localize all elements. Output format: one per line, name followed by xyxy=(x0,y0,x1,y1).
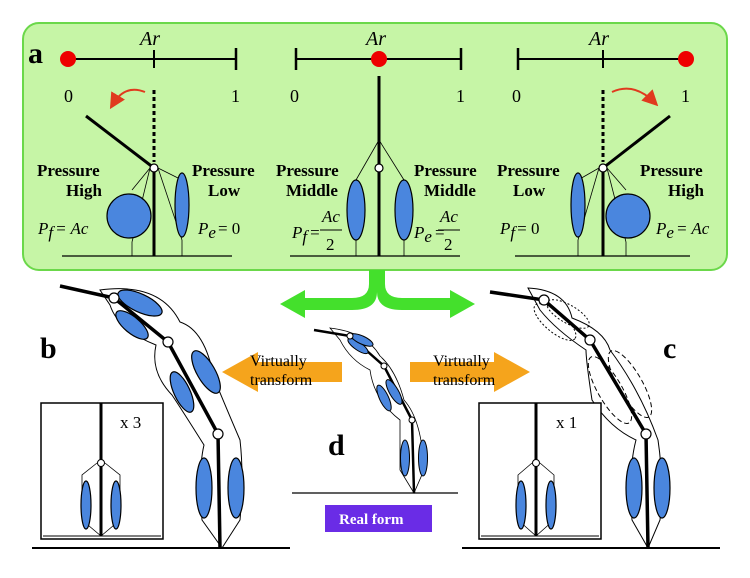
panel-b: b x 3 Virtually xyxy=(32,284,342,549)
c-transform-arrow: Virtually transform xyxy=(410,352,530,392)
middle-pe-eq: Pe= xyxy=(413,223,445,246)
middle-tick-0: 0 xyxy=(290,86,299,106)
left-extensor-muscle xyxy=(174,172,190,238)
c-inset-box: x 1 xyxy=(478,402,602,540)
right-pf-eq: Pf= 0 xyxy=(499,219,539,242)
middle-flexor-label-2: Middle xyxy=(286,181,338,200)
real-form-label: Real form xyxy=(339,512,404,528)
right-extensor-label-1: Pressure xyxy=(640,161,703,180)
middle-joint xyxy=(290,76,460,257)
real-form-badge xyxy=(325,505,432,532)
panel-a: a Ar 0 1 xyxy=(22,22,728,271)
middle-pf-frac-num: Ac xyxy=(321,207,340,226)
left-slider-marker xyxy=(60,51,76,67)
panel-b-letter: b xyxy=(40,332,57,365)
middle-ar-label: Ar xyxy=(364,28,386,50)
right-extensor-label-2: High xyxy=(668,181,704,200)
right-joint xyxy=(515,90,690,257)
middle-slider: Ar 0 1 xyxy=(290,28,465,106)
b-multiplier: x 3 xyxy=(120,413,141,432)
c-outline-rod xyxy=(489,287,671,550)
middle-joint-pivot xyxy=(374,163,384,173)
b-inset-box: x 3 xyxy=(40,402,164,540)
panel-d: d Real form xyxy=(292,327,458,532)
panel-d-letter: d xyxy=(328,429,345,462)
middle-pf-eq: Pf= xyxy=(291,223,320,246)
right-flexor-label-2: Low xyxy=(513,181,546,200)
right-ar-label: Ar xyxy=(587,28,609,50)
left-flexor-label-1: Pressure xyxy=(37,161,100,180)
right-tick-0: 0 xyxy=(512,86,521,106)
green-split-arrow xyxy=(280,270,475,318)
left-joint-pivot xyxy=(149,163,159,173)
b-arrow-text-1: Virtually xyxy=(250,353,307,370)
right-joint-pivot xyxy=(598,163,608,173)
panel-a-letter: a xyxy=(28,37,43,70)
middle-flexor-muscle xyxy=(346,179,366,241)
c-arrow-text-1: Virtually xyxy=(433,353,490,370)
left-pe-eq: Pe= 0 xyxy=(197,219,240,242)
left-joint xyxy=(62,90,232,257)
right-slider: Ar 0 1 xyxy=(512,28,694,106)
left-state: Ar 0 1 Pressure High xyxy=(37,28,255,257)
b-transform-arrow: Virtually transform xyxy=(222,352,342,392)
middle-pe-frac-den: 2 xyxy=(444,235,453,254)
right-tick-1: 1 xyxy=(681,86,690,106)
left-rotation-arrow xyxy=(109,88,146,110)
middle-tick-1: 1 xyxy=(456,86,465,106)
b-arrow-text-2: transform xyxy=(250,372,313,389)
right-rotation-arrow xyxy=(611,87,659,107)
panel-c: c Virtually transform xyxy=(410,287,720,550)
c-multiplier: x 1 xyxy=(556,413,577,432)
middle-flexor-label-1: Pressure xyxy=(276,161,339,180)
b-outline-rod xyxy=(59,284,245,549)
left-tick-0: 0 xyxy=(64,86,73,106)
left-extensor-label-2: Low xyxy=(208,181,241,200)
middle-state: Ar 0 1 Pressure Middle Pressure Middle P… xyxy=(276,28,477,257)
middle-extensor-label-1: Pressure xyxy=(414,161,477,180)
middle-pe-frac-num: Ac xyxy=(439,207,458,226)
left-extensor-label-1: Pressure xyxy=(192,161,255,180)
right-state: Ar 0 1 Pressure Low P xyxy=(497,28,710,257)
left-ar-label: Ar xyxy=(138,28,160,50)
left-tick-1: 1 xyxy=(231,86,240,106)
panel-c-letter: c xyxy=(663,332,676,365)
right-pe-eq: Pe= Ac xyxy=(655,219,710,242)
right-flexor-muscle xyxy=(570,172,586,238)
right-extensor-muscle xyxy=(605,193,651,239)
left-slider: Ar 0 1 xyxy=(60,28,240,106)
right-slider-marker xyxy=(678,51,694,67)
middle-pf-frac-den: 2 xyxy=(326,235,335,254)
left-pf-eq: Pf= Ac xyxy=(37,219,89,242)
middle-extensor-label-2: Middle xyxy=(424,181,476,200)
c-arrow-text-2: transform xyxy=(433,372,496,389)
right-flexor-label-1: Pressure xyxy=(497,161,560,180)
left-flexor-label-2: High xyxy=(66,181,102,200)
middle-slider-marker xyxy=(371,51,387,67)
left-flexor-muscle xyxy=(106,193,152,239)
middle-extensor-muscle xyxy=(394,179,414,241)
